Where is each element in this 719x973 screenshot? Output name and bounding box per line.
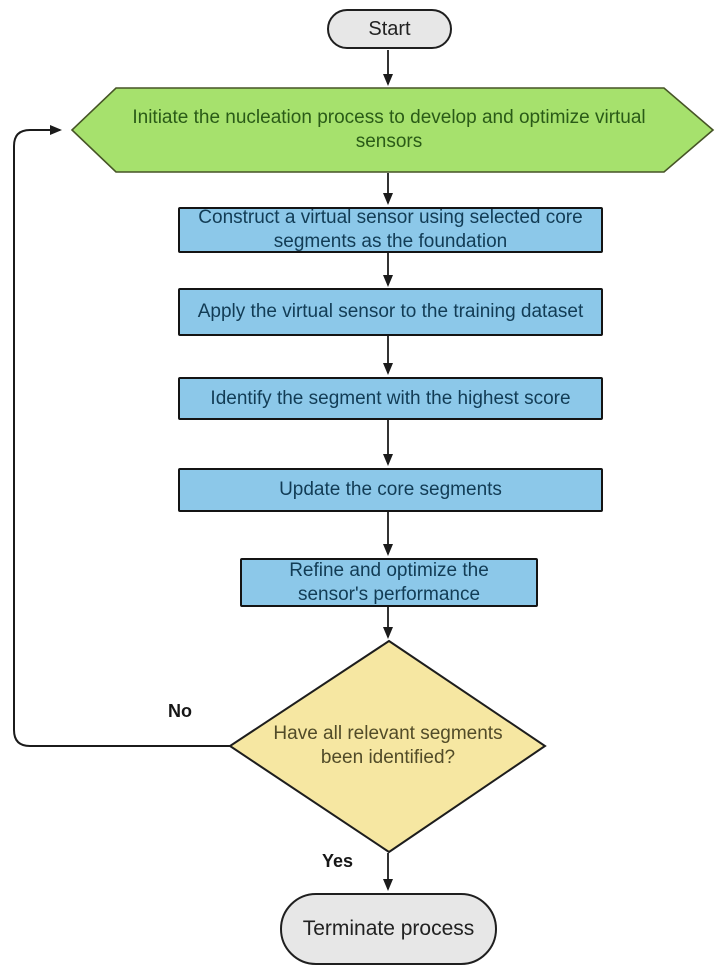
edge-label-yes: Yes — [322, 851, 354, 871]
process-box-construct-label: Construct a virtual sensor using selecte… — [198, 207, 583, 252]
terminate-node-label: Terminate process — [302, 917, 475, 940]
process-box-update-label: Update the core segments — [279, 479, 502, 501]
process-box-refine-label: Refine and optimize the sensor's perform… — [289, 559, 489, 605]
process-box-refine: Refine and optimize the sensor's perform… — [240, 558, 538, 607]
terminate-node: Terminate process — [280, 893, 497, 965]
process-box-identify: Identify the segment with the highest sc… — [178, 377, 603, 420]
hexagon-node-shape — [70, 87, 715, 173]
decision-diamond-shape — [228, 639, 547, 854]
process-box-construct: Construct a virtual sensor using selecte… — [178, 207, 603, 253]
process-box-update: Update the core segments — [178, 468, 603, 512]
no-loop-connector — [13, 125, 230, 747]
process-box-identify-label: Identify the segment with the highest sc… — [210, 387, 571, 409]
edge-label-no: No — [168, 701, 192, 721]
process-box-apply-label: Apply the virtual sensor to the training… — [197, 301, 584, 323]
start-node-label: Start — [368, 17, 411, 40]
process-box-apply: Apply the virtual sensor to the training… — [178, 288, 603, 336]
start-node: Start — [327, 9, 452, 49]
